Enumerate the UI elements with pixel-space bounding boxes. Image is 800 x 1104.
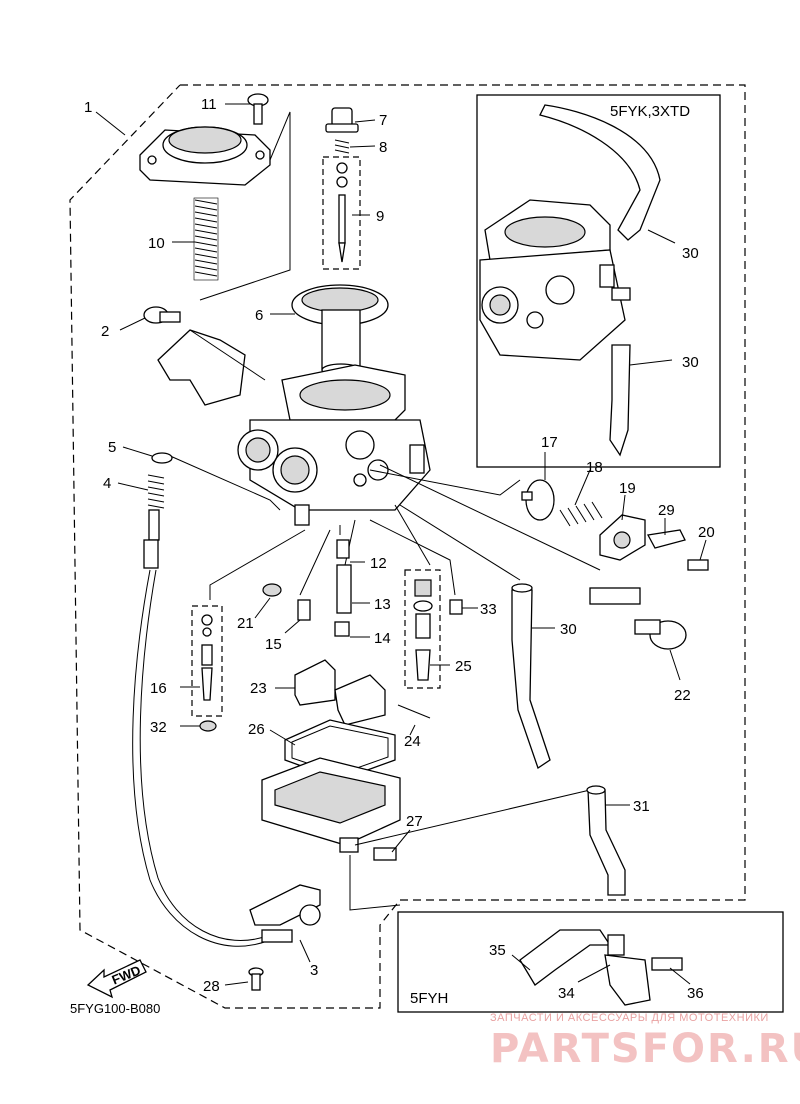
callout-3: 3 (310, 962, 318, 979)
float-pin-24 (397, 704, 431, 719)
float-23 (294, 659, 386, 726)
callout-16: 16 (150, 680, 167, 697)
pilot-screw-16 (201, 614, 213, 701)
callout-21: 21 (237, 615, 254, 632)
callout-22: 22 (674, 687, 691, 704)
main-jet-14 (334, 621, 350, 637)
float-bowl (261, 757, 401, 853)
callout-2: 2 (101, 323, 109, 340)
diaphragm-6 (291, 284, 389, 377)
callout-27: 27 (406, 813, 423, 830)
fwd-arrow: FWD (86, 959, 147, 999)
callout-29: 29 (658, 502, 675, 519)
plug-32 (199, 720, 217, 732)
inset-top-label: 5FYK,3XTD (610, 103, 690, 120)
callout-31: 31 (633, 798, 650, 815)
top-cover (139, 126, 271, 186)
screw-20 (687, 559, 709, 571)
throttle-stop-3 (249, 884, 321, 943)
callout-4: 4 (103, 475, 111, 492)
screw-28 (248, 967, 264, 991)
callout-12: 12 (370, 555, 387, 572)
screw-11 (247, 93, 269, 125)
spring-10 (193, 197, 219, 281)
callout-35: 35 (489, 942, 506, 959)
hose-31 (586, 785, 626, 896)
callout-10: 10 (148, 235, 165, 252)
carburetor-body (237, 364, 431, 526)
drain-screw-27 (373, 847, 397, 861)
callout-23: 23 (250, 680, 267, 697)
needle-valve-25 (413, 579, 433, 681)
callout-6: 6 (255, 307, 263, 324)
callout-7: 7 (379, 112, 387, 129)
jet-12 (336, 539, 350, 559)
inset-bottom-label: 5FYH (410, 990, 448, 1007)
callout-28: 28 (203, 978, 220, 995)
callout-33: 33 (480, 601, 497, 618)
washer-5 (151, 452, 173, 464)
callout-24: 24 (404, 733, 421, 750)
callout-1: 1 (84, 99, 92, 116)
plug-21 (262, 583, 282, 597)
callout-13: 13 (374, 596, 391, 613)
callout-26: 26 (248, 721, 265, 738)
watermark-site: PARTSFOR.RU (490, 1026, 800, 1072)
needle-holder-7 (325, 107, 359, 133)
callout-14: 14 (374, 630, 391, 647)
spring-18 (559, 501, 603, 527)
callout-5: 5 (108, 439, 116, 456)
plate-29 (646, 529, 686, 549)
hose-30-main (511, 583, 551, 770)
spring-8 (334, 139, 350, 154)
inset-carb-top (479, 104, 661, 457)
callout-34: 34 (558, 985, 575, 1002)
inset-valve-bottom (519, 929, 683, 1006)
callout-25: 25 (455, 658, 472, 675)
callout-30-inset-lower: 30 (682, 354, 699, 371)
starter-plunger-22 (589, 587, 687, 650)
pilot-jet-15 (297, 599, 311, 621)
inset-frame-bottom (397, 911, 784, 1013)
callout-11: 11 (201, 96, 217, 113)
callout-36: 36 (687, 985, 704, 1002)
callout-20: 20 (698, 524, 715, 541)
needle-jet-13 (336, 564, 352, 614)
callout-8: 8 (379, 139, 387, 156)
throttle-cable (132, 509, 271, 947)
callout-15: 15 (265, 636, 282, 653)
spring-4 (147, 474, 165, 509)
callout-9: 9 (376, 208, 384, 225)
cover-19 (599, 514, 646, 561)
fwd-label: FWD (110, 962, 143, 987)
callout-32: 32 (150, 719, 167, 736)
callout-19: 19 (619, 480, 636, 497)
callout-30-inset: 30 (682, 245, 699, 262)
watermark-tagline: ЗАПЧАСТИ И АКСЕССУАРЫ ДЛЯ МОТОТЕХНИКИ (490, 1012, 769, 1024)
screw-33 (449, 599, 463, 615)
callout-30-main: 30 (560, 621, 577, 638)
callout-17: 17 (541, 434, 558, 451)
diaphragm-17 (521, 479, 555, 521)
callout-18: 18 (586, 459, 603, 476)
jet-needle-9 (336, 162, 348, 263)
bracket-2 (143, 306, 246, 406)
diagram-code: 5FYG100-B080 (70, 1001, 160, 1016)
assembly-outline (69, 84, 746, 1009)
